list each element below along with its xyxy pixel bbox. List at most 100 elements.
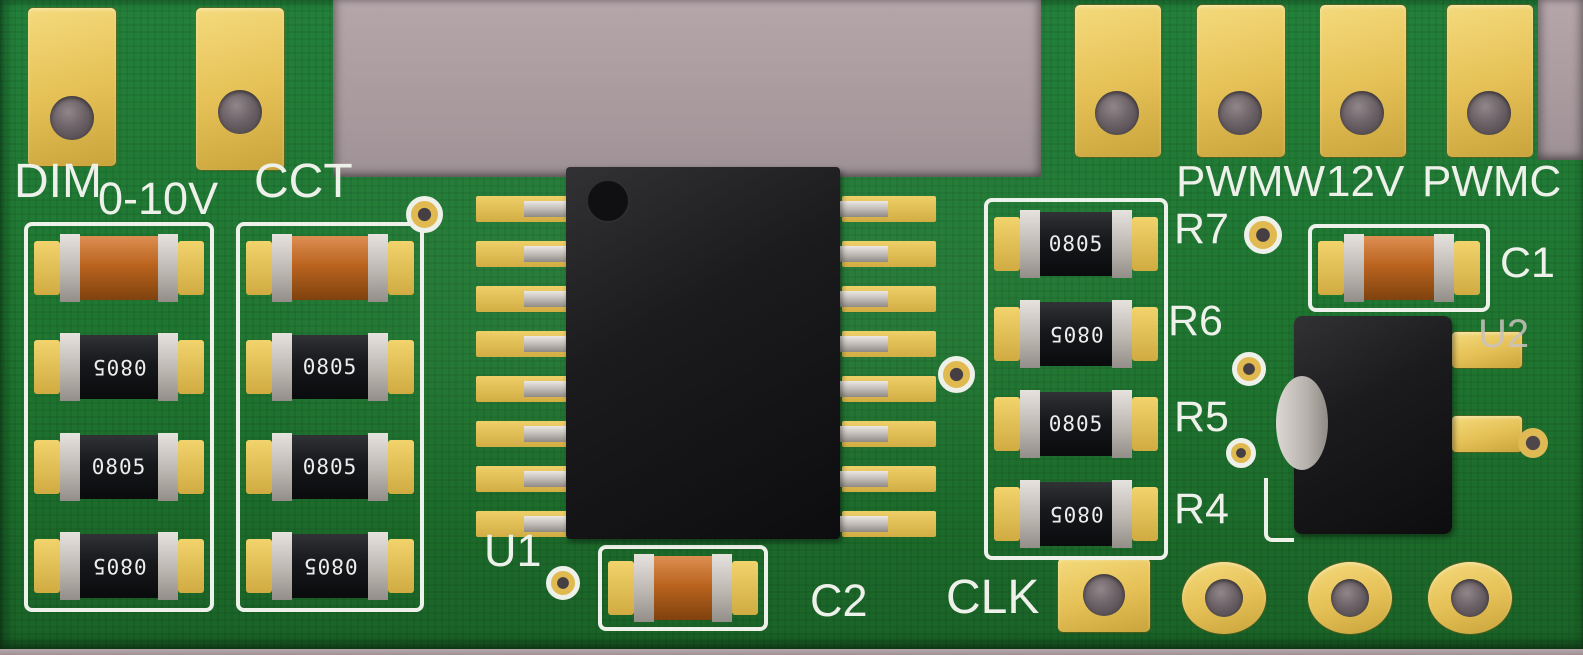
board-corner-background bbox=[1538, 0, 1583, 160]
label-c1: C1 bbox=[1500, 239, 1555, 287]
ic-pad bbox=[476, 376, 576, 402]
smd-pad bbox=[178, 340, 204, 395]
label-r4: R4 bbox=[1174, 485, 1229, 533]
smd-pad bbox=[246, 340, 272, 395]
smd-pad bbox=[1318, 241, 1344, 295]
capacitor-body bbox=[654, 556, 712, 620]
terminal bbox=[272, 333, 292, 402]
background-strip bbox=[0, 649, 1583, 655]
through-hole-pad bbox=[1197, 5, 1285, 157]
label-u1: U1 bbox=[484, 525, 542, 576]
smd-pad bbox=[178, 241, 204, 295]
ic-pad bbox=[836, 466, 936, 492]
capacitor-c1 bbox=[1318, 234, 1480, 302]
smd-pad bbox=[388, 538, 414, 593]
through-hole-pad-oval bbox=[1308, 562, 1392, 634]
smd-pad bbox=[994, 397, 1020, 451]
through-hole-pad-pwmc bbox=[1447, 5, 1533, 157]
resistor-body: 0805 bbox=[80, 434, 158, 499]
drill-hole bbox=[1331, 579, 1369, 617]
component-outline-c2 bbox=[598, 545, 768, 631]
label-cct: CCT bbox=[254, 155, 353, 208]
silkscreen-corner bbox=[1264, 478, 1294, 542]
smd-pad bbox=[994, 217, 1020, 271]
ic-pad-column-left bbox=[476, 196, 576, 537]
smd-pad bbox=[608, 561, 634, 615]
via bbox=[1226, 438, 1256, 468]
terminal bbox=[158, 234, 178, 302]
smd-pad bbox=[34, 439, 60, 494]
ic-pad bbox=[836, 376, 936, 402]
package-marking: 0805 bbox=[302, 553, 358, 578]
drill-hole bbox=[1451, 579, 1489, 617]
terminal bbox=[1020, 300, 1040, 368]
drill-hole bbox=[1218, 91, 1262, 135]
smd-pad bbox=[994, 487, 1020, 541]
via bbox=[1232, 352, 1266, 386]
ic-pad bbox=[476, 421, 576, 447]
terminal bbox=[272, 432, 292, 501]
terminal bbox=[272, 531, 292, 600]
smd-pad bbox=[246, 439, 272, 494]
resistor: 0805 bbox=[246, 333, 414, 402]
component-group-outline-left1: 0805 0805 0805 bbox=[24, 222, 214, 612]
label-r7: R7 bbox=[1174, 205, 1229, 253]
through-hole-pad-pwmw bbox=[1075, 5, 1161, 157]
terminal bbox=[60, 432, 80, 501]
resistor: 0805 bbox=[34, 531, 204, 600]
resistor-body: 0805 bbox=[1040, 482, 1112, 546]
smd-pad bbox=[732, 561, 758, 615]
smd-pad bbox=[246, 241, 272, 295]
terminal bbox=[158, 333, 178, 402]
ic-pad bbox=[476, 466, 576, 492]
via bbox=[938, 356, 975, 393]
terminal bbox=[368, 432, 388, 501]
ic-pin-lead bbox=[524, 426, 576, 442]
resistor-body: 0805 bbox=[292, 434, 368, 499]
resistor-r5: 0805 bbox=[994, 390, 1158, 458]
smd-pad bbox=[178, 439, 204, 494]
smd-pad bbox=[34, 340, 60, 395]
drill-hole bbox=[1340, 91, 1384, 135]
via bbox=[1518, 428, 1548, 458]
resistor: 0805 bbox=[34, 432, 204, 501]
terminal bbox=[60, 333, 80, 402]
label-12v: 12V bbox=[1326, 157, 1405, 206]
terminal bbox=[368, 531, 388, 600]
terminal bbox=[1020, 480, 1040, 548]
ic-pad bbox=[476, 511, 576, 537]
smd-pad bbox=[388, 340, 414, 395]
ic-pin-lead bbox=[524, 291, 576, 307]
ic-pad bbox=[836, 196, 936, 222]
through-hole-pad-oval bbox=[1428, 562, 1512, 634]
resistor-r7: 0805 bbox=[994, 210, 1158, 278]
label-r6: R6 bbox=[1168, 297, 1223, 345]
terminal bbox=[1112, 390, 1132, 458]
ic-pad-column-right bbox=[836, 196, 936, 537]
smd-pad bbox=[34, 538, 60, 593]
terminal bbox=[712, 554, 732, 622]
ic-pad bbox=[476, 196, 576, 222]
resistor-r4: 0805 bbox=[994, 480, 1158, 548]
via bbox=[406, 196, 443, 233]
component-group-outline-right: 0805 0805 0805 0805 bbox=[984, 198, 1168, 560]
drill-hole bbox=[1095, 91, 1139, 135]
ic-pin-lead bbox=[836, 246, 888, 262]
terminal bbox=[60, 234, 80, 302]
ic-pin-lead bbox=[524, 201, 576, 217]
ic-pad bbox=[836, 511, 936, 537]
pin1-indicator bbox=[586, 179, 630, 223]
label-pwmw: PWMW bbox=[1176, 157, 1326, 206]
package-marking: 0805 bbox=[91, 553, 147, 578]
ic-pad bbox=[836, 286, 936, 312]
package-marking: 0805 bbox=[91, 454, 147, 479]
terminal bbox=[158, 432, 178, 501]
smd-pad bbox=[388, 439, 414, 494]
ic-pin-lead bbox=[524, 246, 576, 262]
through-hole-pad-12v bbox=[1320, 5, 1406, 157]
drill-hole bbox=[1205, 579, 1243, 617]
drill-hole bbox=[1467, 91, 1511, 135]
smd-pad bbox=[1132, 217, 1158, 271]
package-marking: 0805 bbox=[1048, 232, 1104, 256]
